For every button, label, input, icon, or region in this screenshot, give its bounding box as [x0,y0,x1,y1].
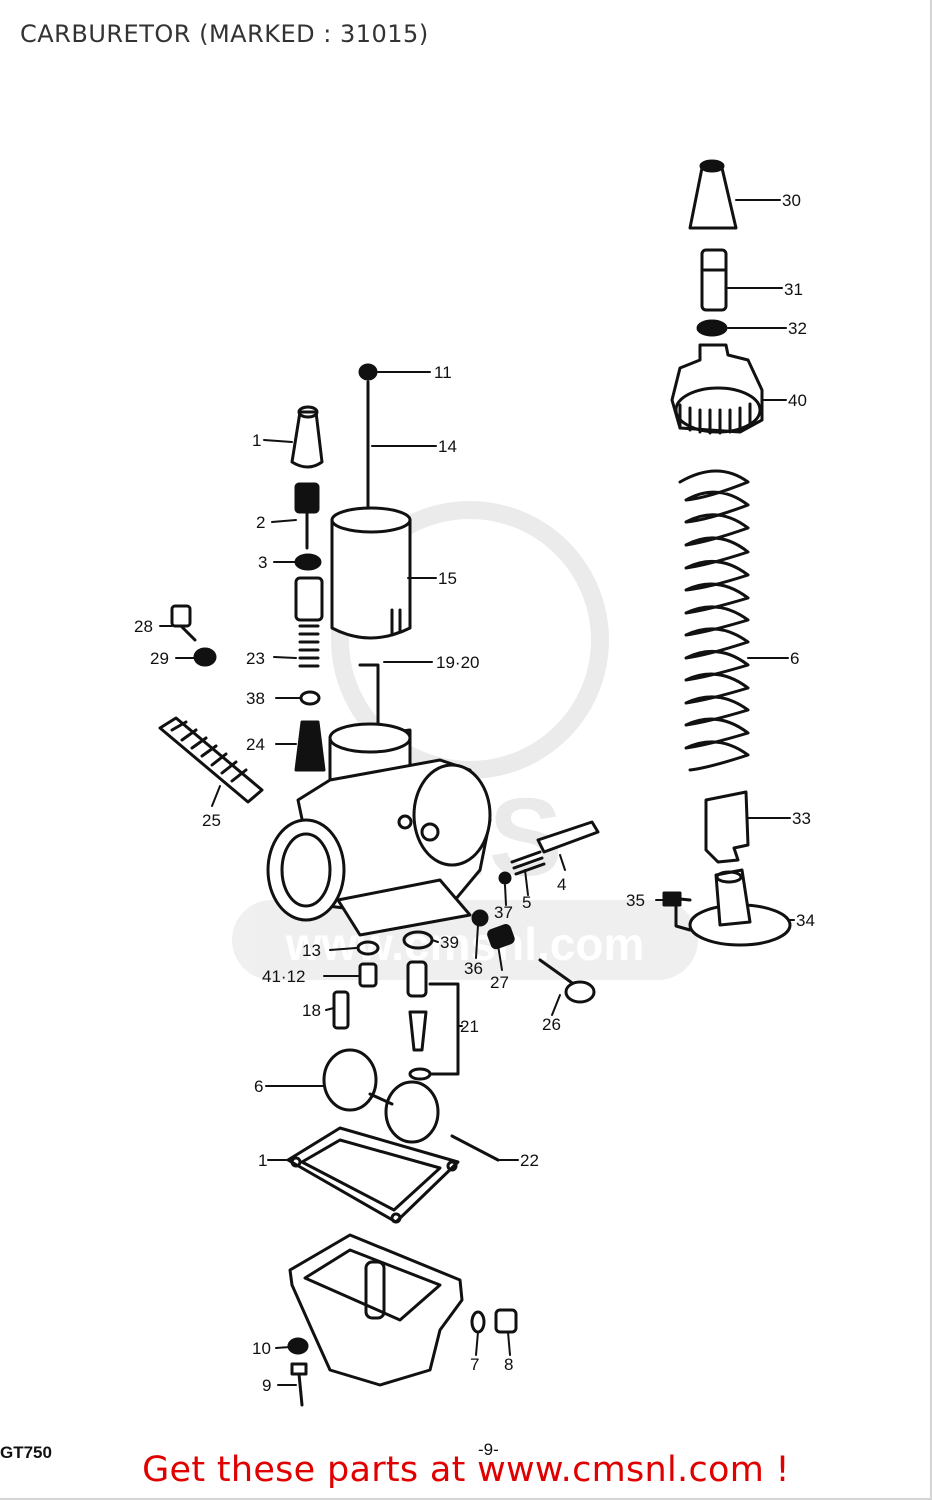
leader-lines [159,199,795,1386]
part-24-cap [294,720,326,772]
part-9-screw [290,1362,308,1407]
callout-39: 39 [440,933,459,952]
callout-15: 15 [438,569,457,588]
callout-21: 21 [460,1017,479,1036]
callout-1-top: 1 [252,431,261,450]
part-32-nut [696,319,728,337]
callout-40: 40 [788,391,807,410]
part-31-adjuster [700,248,728,312]
part-40-top-cap [670,343,764,435]
part-34-plate [688,868,792,947]
page-title: CARBURETOR (MARKED : 31015) [20,20,429,48]
callout-32: 32 [788,319,807,338]
callout-22: 22 [520,1151,539,1170]
watermark-url: www.cmsnl.com [285,918,645,970]
callout-7: 7 [470,1355,479,1374]
callout-1-gasket: 1 [258,1151,267,1170]
callout-41-12: 41·12 [262,967,305,986]
part-21-float-valve [406,960,460,1081]
callout-33: 33 [792,809,811,828]
part-22-pin [450,1134,500,1162]
part-29-washer [193,647,217,667]
callout-13: 13 [302,941,321,960]
part-7-gasket [470,1310,486,1334]
part-18-pilot-jet [332,990,350,1030]
callout-8: 8 [504,1355,513,1374]
callout-26: 26 [542,1015,561,1034]
part-11-clip [358,363,378,381]
callout-5: 5 [522,893,531,912]
part-38-washer [299,690,321,706]
callout-3: 3 [258,553,267,572]
promo-link[interactable]: Get these parts at www.cmsnl.com ! [142,1450,790,1490]
callout-27: 27 [490,973,509,992]
part-3-nut [294,553,322,571]
callout-29: 29 [150,649,169,668]
callout-34: 34 [796,911,815,930]
part-26-throttle-screw [538,958,596,1004]
callout-11: 11 [434,363,452,382]
float-bowl [288,1233,464,1387]
page-number: -9- [478,1440,499,1459]
part-36-oring [471,909,489,927]
callout-30: 30 [782,191,801,210]
part-37-oring [498,871,512,885]
part-15-throttle-valve [330,506,412,640]
part-8-drain-plug [494,1308,518,1334]
callout-14: 14 [438,437,457,456]
part-1-gasket [286,1126,460,1224]
callout-36: 36 [464,959,483,978]
callout-6-spring: 6 [790,649,799,668]
callout-35: 35 [626,891,645,910]
part-1-cap [290,405,324,469]
callout-31: 31 [784,280,803,299]
part-4-pilot-screw [536,820,600,854]
part-5-spring [510,850,546,876]
callout-28: 28 [134,617,153,636]
callout-23: 23 [246,649,265,668]
callout-4: 4 [557,875,566,894]
callout-9: 9 [262,1376,271,1395]
callout-25: 25 [202,811,221,830]
part-41-12-main-jet [358,962,378,988]
callout-38: 38 [246,689,265,708]
part-6-float [322,1048,440,1144]
callout-19-20: 19·20 [436,653,479,672]
carburetor-body [266,663,492,937]
part-25-cable-adjuster [158,716,264,804]
callout-24: 24 [246,735,265,754]
part-23-choke-plunger [294,576,324,668]
part-28-screw [170,604,197,642]
part-33-clip [704,790,750,864]
part-30-cap [688,159,738,230]
part-10-washer [287,1337,309,1355]
callout-18: 18 [302,1001,321,1020]
callout-labels: 30 31 32 40 11 14 1 2 3 15 28 29 23 19·2… [134,191,815,1395]
callout-37: 37 [494,903,513,922]
callout-10: 10 [252,1339,271,1358]
callout-6-float: 6 [254,1077,263,1096]
callout-2: 2 [256,513,265,532]
part-2-adjuster [294,482,320,550]
part-27-spring [487,924,515,950]
part-13-washer [356,940,380,956]
model-code: GT750 [0,1443,52,1462]
part-6-spring [678,469,750,772]
